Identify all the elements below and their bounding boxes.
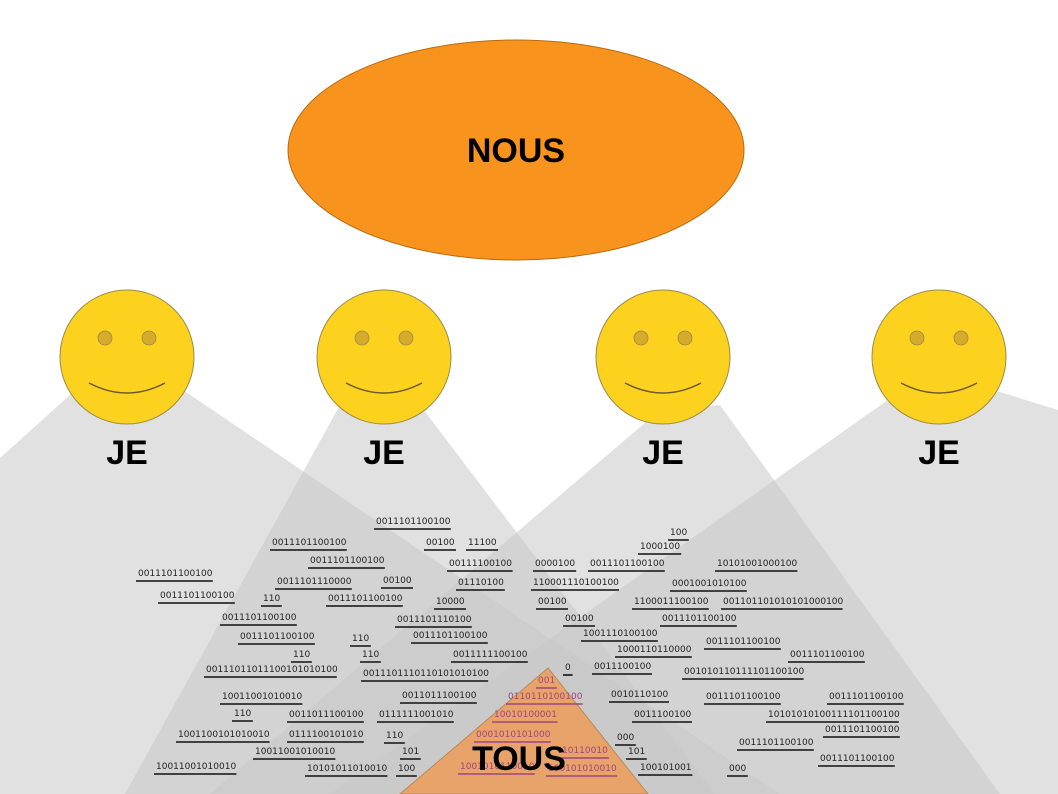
binary-string: 0011101100100 xyxy=(790,650,865,660)
binary-string: 110 xyxy=(263,594,280,604)
binary-string: 10101001000100 xyxy=(717,559,797,569)
binary-string: 10010100001 xyxy=(494,710,557,720)
binary-string: 0011101100100 xyxy=(829,692,904,702)
binary-string: 0011100100 xyxy=(634,710,692,720)
binary-string: 0011101100100 xyxy=(739,738,814,748)
binary-string: 11100 xyxy=(468,538,497,548)
smiley-face-icon xyxy=(595,289,731,425)
binary-string: 001101101010101000100 xyxy=(723,597,844,607)
binary-string: 01110100 xyxy=(458,578,504,588)
binary-string: 100 xyxy=(398,764,415,774)
binary-string: 0111111001010 xyxy=(379,710,454,720)
binary-string: 0011101100100 xyxy=(160,591,235,601)
binary-string: 1000100 xyxy=(640,542,680,552)
binary-string: 1100011100100 xyxy=(634,597,709,607)
binary-string: 0110110100100 xyxy=(508,692,583,702)
binary-string: 00111100100 xyxy=(449,559,512,569)
binary-string: 00111011011100101010100 xyxy=(206,665,338,675)
binary-string: 101 xyxy=(402,747,419,757)
binary-string: 00100 xyxy=(538,597,567,607)
binary-string: 000 xyxy=(617,733,634,743)
binary-string: 0011101110000 xyxy=(277,577,352,587)
binary-string: 0011101100100 xyxy=(413,631,488,641)
binary-string: 0011101100100 xyxy=(272,538,347,548)
binary-string: 0011101100100 xyxy=(706,637,781,647)
binary-string: 000 xyxy=(729,764,746,774)
binary-string: 001 xyxy=(538,676,555,686)
binary-string: 0011100100 xyxy=(594,662,652,672)
binary-string: 10000 xyxy=(436,597,465,607)
tous-intersection-triangle xyxy=(399,667,649,794)
binary-string: 10011001010010 xyxy=(255,747,335,757)
je-label: JE xyxy=(106,434,148,472)
binary-string: 0011101110110101010100 xyxy=(363,669,489,679)
binary-string: 0011101100100 xyxy=(825,725,900,735)
nous-ellipse xyxy=(287,39,745,261)
binary-string: 0011101100100 xyxy=(590,559,665,569)
binary-string: 10011001010010 xyxy=(222,692,302,702)
binary-string: 1000110110000 xyxy=(617,645,692,655)
binary-string: 1001110100100 xyxy=(583,629,658,639)
binary-string: 0011101100100 xyxy=(662,614,737,624)
binary-string: 00100 xyxy=(565,614,594,624)
je-label: JE xyxy=(363,434,405,472)
binary-string: 0011101100100 xyxy=(222,613,297,623)
je-cone-4 xyxy=(330,392,1058,794)
binary-string: 10101010100111101100100 xyxy=(768,710,900,720)
binary-string: 00100 xyxy=(383,576,412,586)
binary-string: 00100 xyxy=(426,538,455,548)
binary-string: 10011001010010 xyxy=(156,762,236,772)
binary-string: 0001010101000 xyxy=(476,730,551,740)
binary-string: 0011101100100 xyxy=(138,569,213,579)
binary-string: 1001010110010 xyxy=(460,762,535,772)
smiley-face-icon xyxy=(871,289,1007,425)
binary-string: 110 xyxy=(293,650,310,660)
je-label: JE xyxy=(918,434,960,472)
binary-string: 0000100 xyxy=(535,559,575,569)
binary-string: 0011011100100 xyxy=(402,691,477,701)
binary-string: 0011101100100 xyxy=(706,692,781,702)
binary-string: 100101010010 xyxy=(548,764,617,774)
binary-string: 0 xyxy=(565,663,571,673)
binary-string: 1001100101010010 xyxy=(178,730,270,740)
binary-string: 0011101100100 xyxy=(240,632,315,642)
binary-string: 10101011010010 xyxy=(307,764,387,774)
binary-string: 0111100101010 xyxy=(289,730,364,740)
binary-string: 0011111100100 xyxy=(453,650,528,660)
binary-string: 0010110100 xyxy=(611,690,669,700)
binary-string: 110 xyxy=(234,709,251,719)
binary-string: 100 xyxy=(670,528,687,538)
binary-string: 0011101100100 xyxy=(376,517,451,527)
binary-string: 001010110111101100100 xyxy=(684,667,805,677)
binary-string: 110 xyxy=(362,650,379,660)
binary-string: 110 xyxy=(352,634,369,644)
binary-string: 100101001 xyxy=(640,763,692,773)
binary-string: 110 xyxy=(386,731,403,741)
binary-string: 0011011100100 xyxy=(289,710,364,720)
je-label: JE xyxy=(642,434,684,472)
tous-label: TOUS xyxy=(472,740,566,778)
binary-string: 0011101100100 xyxy=(310,556,385,566)
smiley-face-icon xyxy=(59,289,195,425)
binary-string: 10110010 xyxy=(562,746,608,756)
nous-label: NOUS xyxy=(467,132,565,170)
smiley-face-icon xyxy=(316,289,452,425)
binary-string: 110001110100100 xyxy=(533,578,619,588)
binary-string: 0011101110100 xyxy=(397,615,472,625)
binary-string: 0011101100100 xyxy=(820,754,895,764)
binary-string: 101 xyxy=(628,747,645,757)
binary-string: 0011101100100 xyxy=(328,594,403,604)
binary-string: 0001001010100 xyxy=(672,579,747,589)
